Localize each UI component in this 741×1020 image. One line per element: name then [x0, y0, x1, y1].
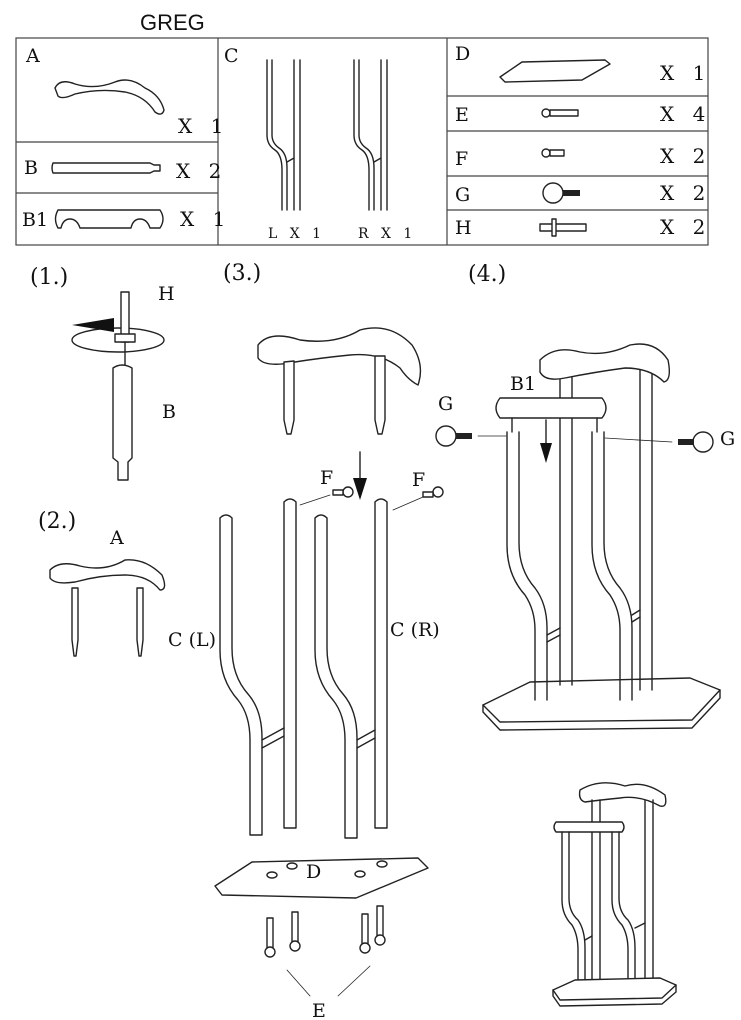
short-screw-icon [332, 486, 354, 498]
step-1: (1.) H B [30, 265, 176, 481]
part-d: D X 1 [455, 43, 711, 85]
knob-screw-icon [542, 182, 580, 204]
part-qty: X 1 [180, 207, 231, 231]
step-4: (4.) B1 G G [435, 262, 735, 731]
part-qty-right: R X 1 [358, 226, 416, 242]
part-label: H [455, 217, 472, 239]
tube-c-left [219, 498, 297, 836]
knob-screw-icon [435, 425, 472, 447]
callout-c-right: C (R) [390, 619, 440, 641]
tube-pair-right-icon [353, 59, 388, 211]
post-left-icon [71, 587, 79, 657]
part-label: C [224, 45, 239, 67]
callout-f: F [412, 469, 425, 491]
product-title: GREG [140, 10, 205, 35]
base-plate-icon [499, 59, 611, 83]
base-plate [482, 677, 721, 723]
part-label: B1 [22, 209, 48, 231]
base-plate-d [214, 857, 429, 899]
finished-valet-stand [552, 782, 677, 1007]
rotate-arrow-icon [72, 318, 114, 332]
part-qty: X 1 [178, 114, 229, 138]
tube-icon [112, 364, 133, 481]
crossbar-b1 [495, 397, 607, 433]
tube-icon [51, 162, 161, 174]
part-qty-left: L X 1 [268, 226, 325, 242]
part-f: F X 2 [455, 144, 711, 170]
part-label: D [455, 43, 470, 65]
step-3: (3.) F F C (L) C (R) D [168, 261, 444, 1020]
callout-b1: B1 [510, 373, 536, 395]
short-screw-icon [541, 148, 565, 158]
step-label: (3.) [223, 261, 261, 286]
callout-c-left: C (L) [168, 629, 216, 651]
knob-screw-icon [678, 431, 714, 453]
step-label: (4.) [468, 262, 506, 287]
rotation-disc [71, 327, 165, 353]
part-label: F [455, 148, 468, 170]
part-g: G X 2 [455, 181, 711, 206]
dowel-screw-icon [539, 218, 587, 237]
part-a: A X 1 [25, 45, 229, 138]
long-screw-icon [541, 108, 579, 118]
part-e: E X 4 [455, 102, 711, 126]
down-arrow-icon [353, 451, 367, 500]
part-label: A [25, 45, 40, 67]
part-c: C L X 1 R X 1 [224, 45, 416, 242]
dowel-screw-icon [114, 291, 136, 366]
callout-d: D [306, 861, 321, 883]
callout-b: B [162, 401, 176, 423]
callout-h: H [158, 283, 175, 305]
hanger-arm-icon [54, 79, 165, 115]
tube-pair-left-icon [266, 59, 301, 211]
callout-e: E [312, 1000, 326, 1020]
part-qty: X 2 [660, 144, 711, 168]
part-label: B [24, 157, 38, 179]
down-arrow-icon [540, 419, 552, 463]
post-left [283, 360, 295, 435]
part-qty: X 2 [176, 159, 227, 183]
step-label: (1.) [30, 265, 68, 290]
hanger-arm [539, 343, 671, 383]
part-b: B X 2 [24, 157, 227, 183]
crossbar-icon [54, 209, 164, 229]
part-h: H X 2 [455, 215, 711, 239]
tube-c-right [314, 498, 388, 839]
hanger-arm-icon [49, 559, 166, 591]
callout-f: F [320, 467, 333, 489]
step-2: (2.) A [38, 509, 166, 657]
post-right-icon [136, 587, 144, 657]
step-label: (2.) [38, 509, 76, 534]
long-screws-e [264, 905, 386, 958]
short-screw-icon [422, 486, 444, 498]
callout-g: G [720, 428, 735, 450]
part-qty: X 1 [660, 61, 711, 85]
callout-a: A [109, 527, 124, 549]
part-qty: X 2 [660, 181, 711, 205]
callout-g: G [438, 393, 453, 415]
part-qty: X 2 [660, 215, 711, 239]
parts-table: A X 1 B X 2 B1 X 1 C L X 1 R X 1 [15, 37, 711, 246]
part-b1: B1 X 1 [22, 207, 231, 231]
assembled-tubes [506, 359, 653, 701]
post-right [374, 355, 386, 435]
hanger-arm-with-posts [257, 327, 422, 386]
part-qty: X 4 [660, 102, 711, 126]
part-label: G [455, 184, 470, 206]
part-label: E [455, 104, 469, 126]
